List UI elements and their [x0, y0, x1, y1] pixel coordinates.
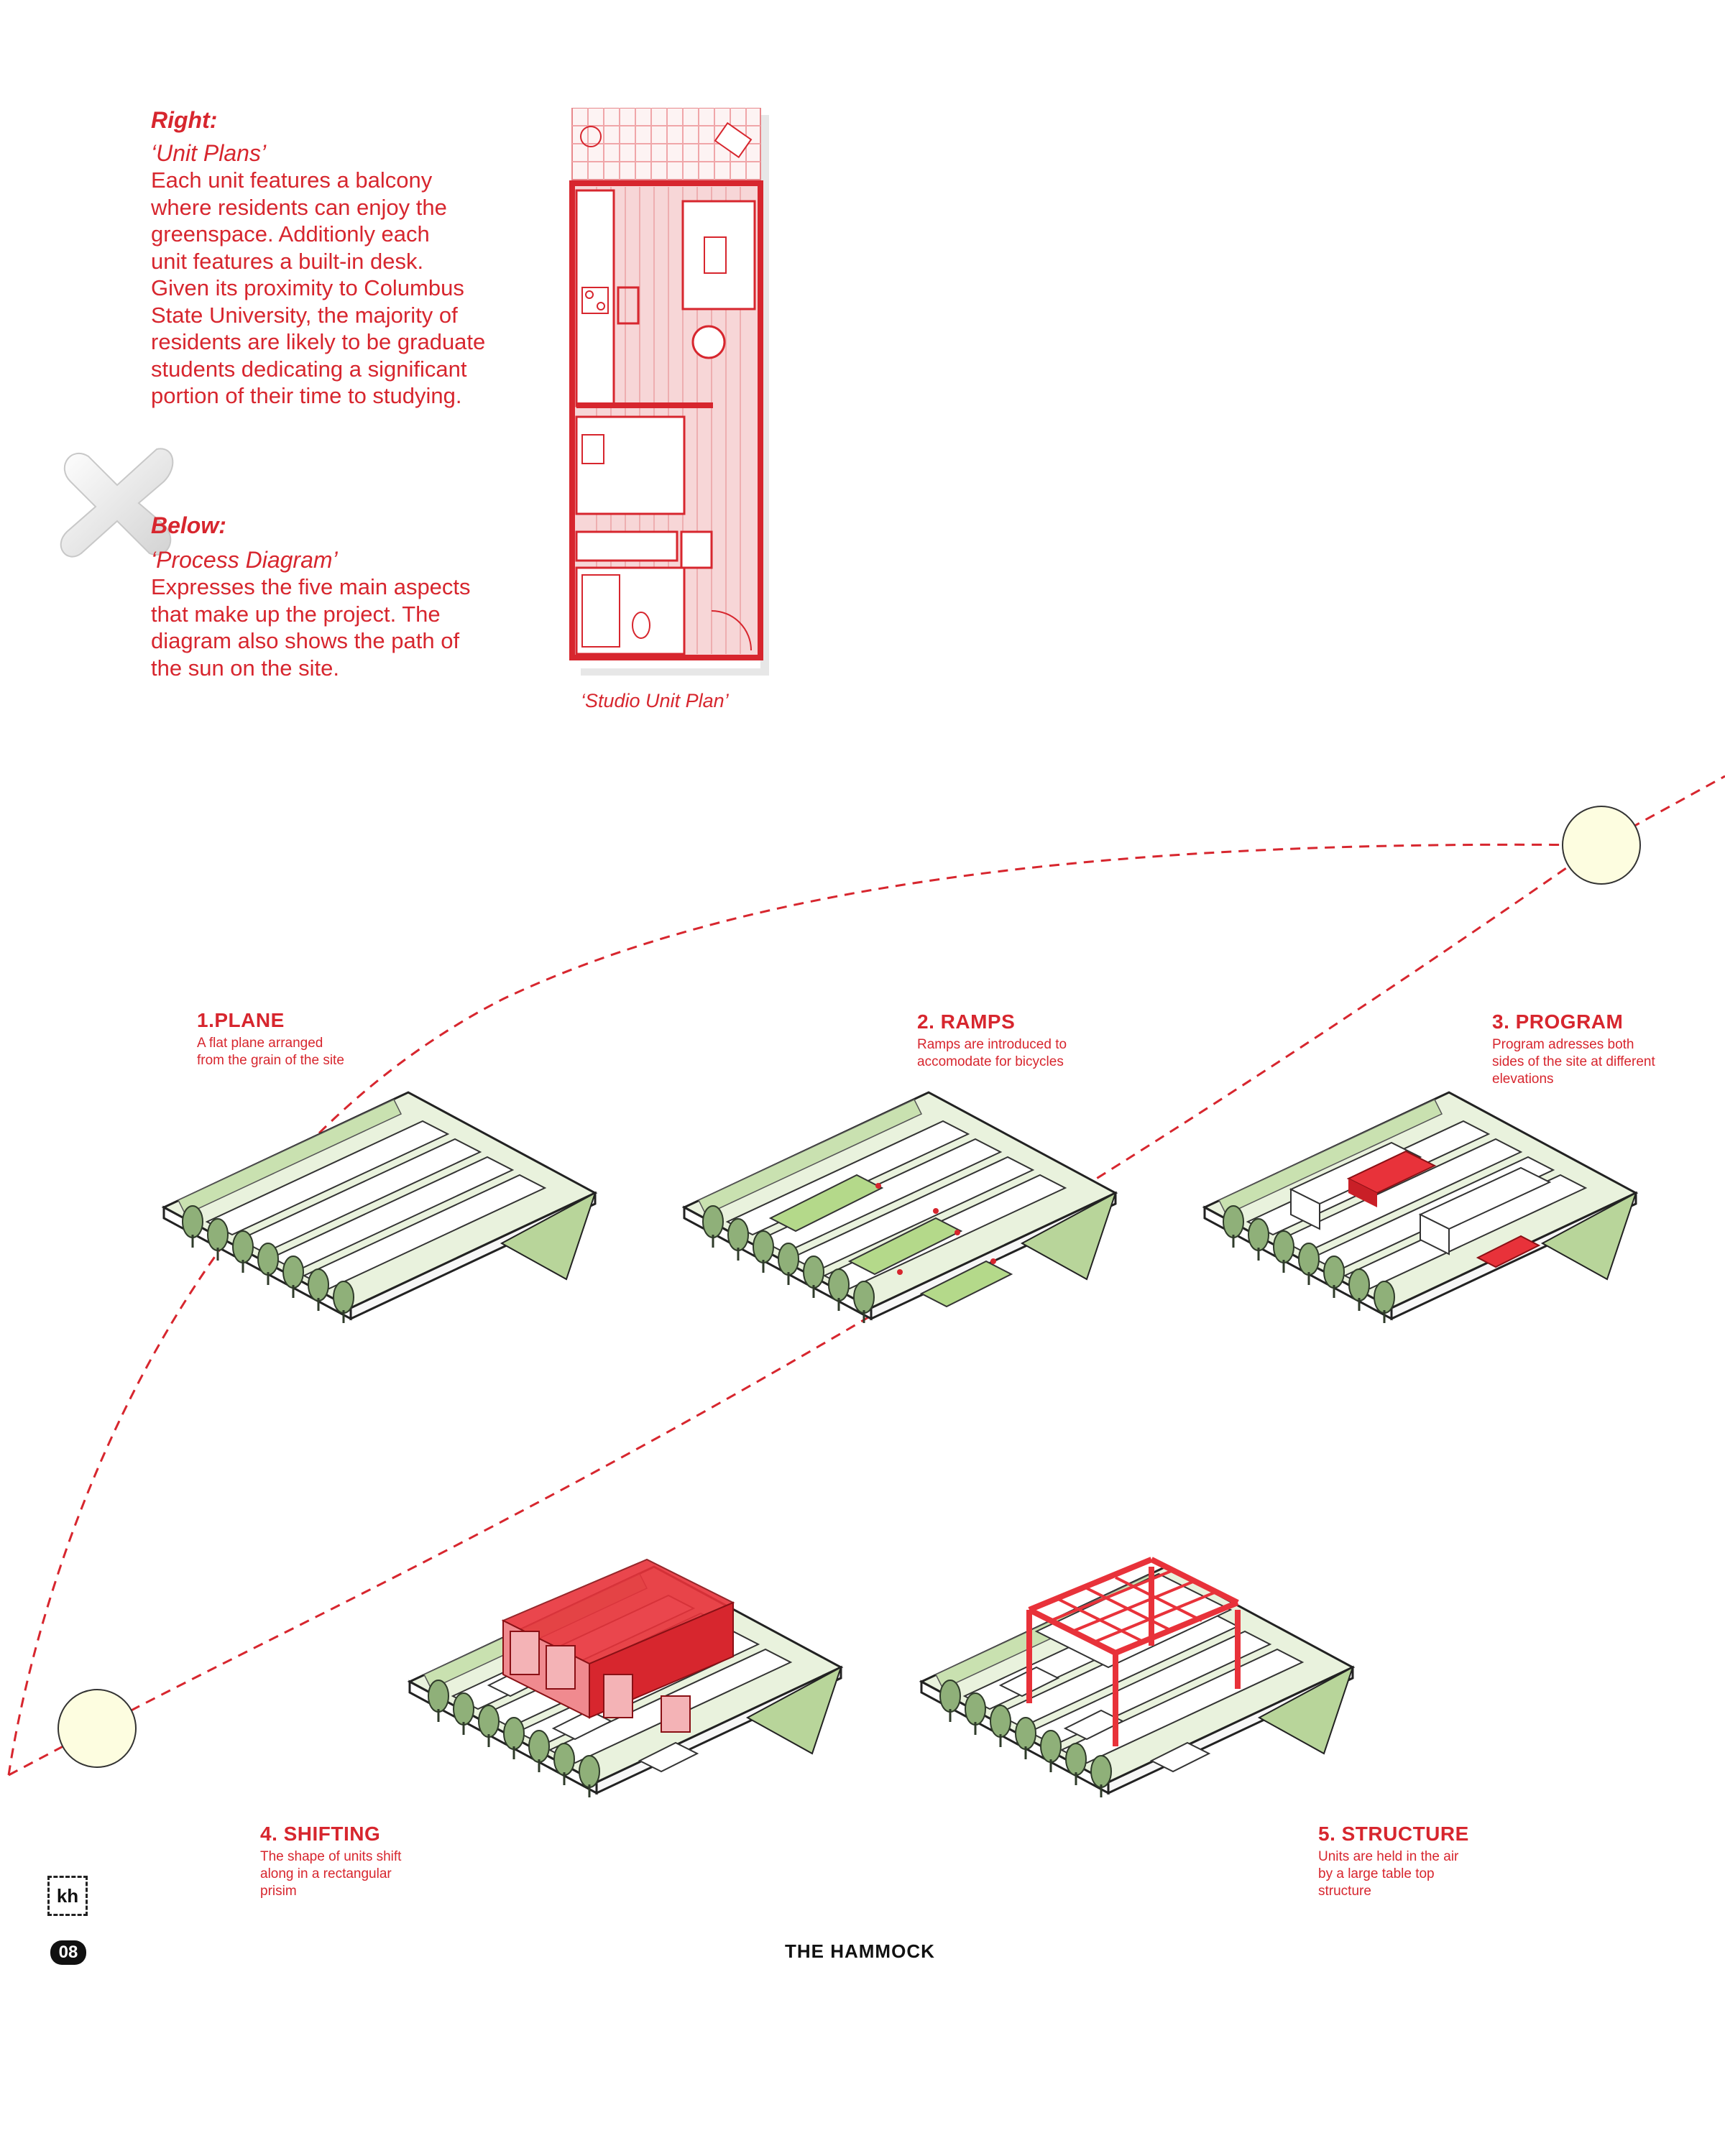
structure-diagram	[921, 1560, 1353, 1797]
plane-diagram	[164, 1092, 595, 1323]
page-number-text: 08	[59, 1943, 78, 1963]
unit-plans-text-block: Right: ‘Unit Plans’ Each unit features a…	[151, 106, 525, 410]
step-4-label: 4. SHIFTING The shape of units shift alo…	[260, 1823, 519, 1900]
step-3-desc: Program adresses both sides of the site …	[1492, 1036, 1708, 1088]
right-subheading: ‘Unit Plans’	[151, 139, 525, 167]
step-4-title: 4. SHIFTING	[260, 1823, 519, 1846]
below-heading: Below:	[151, 512, 525, 539]
step-3-title: 3. PROGRAM	[1492, 1010, 1708, 1033]
step-4-desc: The shape of units shift along in a rect…	[260, 1848, 519, 1900]
step-2-desc: Ramps are introduced to accomodate for b…	[917, 1036, 1176, 1071]
process-diagram	[0, 762, 1725, 1840]
step-1-desc: A flat plane arranged from the grain of …	[197, 1035, 456, 1069]
step-1-label: 1.PLANE A flat plane arranged from the g…	[197, 1009, 456, 1069]
logo-text: kh	[57, 1885, 78, 1907]
program-diagram	[1205, 1092, 1636, 1323]
studio-unit-plan-drawing	[568, 108, 776, 683]
below-subheading: ‘Process Diagram’	[151, 546, 525, 573]
step-1-title: 1.PLANE	[197, 1009, 456, 1032]
step-2-title: 2. RAMPS	[917, 1010, 1176, 1033]
right-body-text: Each unit features a balcony where resid…	[151, 167, 525, 410]
logo: kh	[47, 1876, 88, 1916]
page-number: 08	[50, 1940, 86, 1965]
step-5-label: 5. STRUCTURE Units are held in the air b…	[1318, 1823, 1577, 1900]
below-body-text: Expresses the five main aspects that mak…	[151, 573, 525, 681]
step-5-desc: Units are held in the air by a large tab…	[1318, 1848, 1577, 1900]
step-5-title: 5. STRUCTURE	[1318, 1823, 1577, 1846]
process-diagram-text-block: Below: ‘Process Diagram’ Expresses the f…	[151, 512, 525, 681]
step-3-label: 3. PROGRAM Program adresses both sides o…	[1492, 1010, 1708, 1088]
document-title: THE HAMMOCK	[785, 1940, 935, 1963]
right-heading: Right:	[151, 106, 525, 134]
ramps-diagram	[684, 1092, 1116, 1323]
step-2-label: 2. RAMPS Ramps are introduced to accomod…	[917, 1010, 1176, 1071]
shifting-diagram	[410, 1560, 841, 1797]
plan-caption: ‘Studio Unit Plan’	[581, 690, 729, 712]
